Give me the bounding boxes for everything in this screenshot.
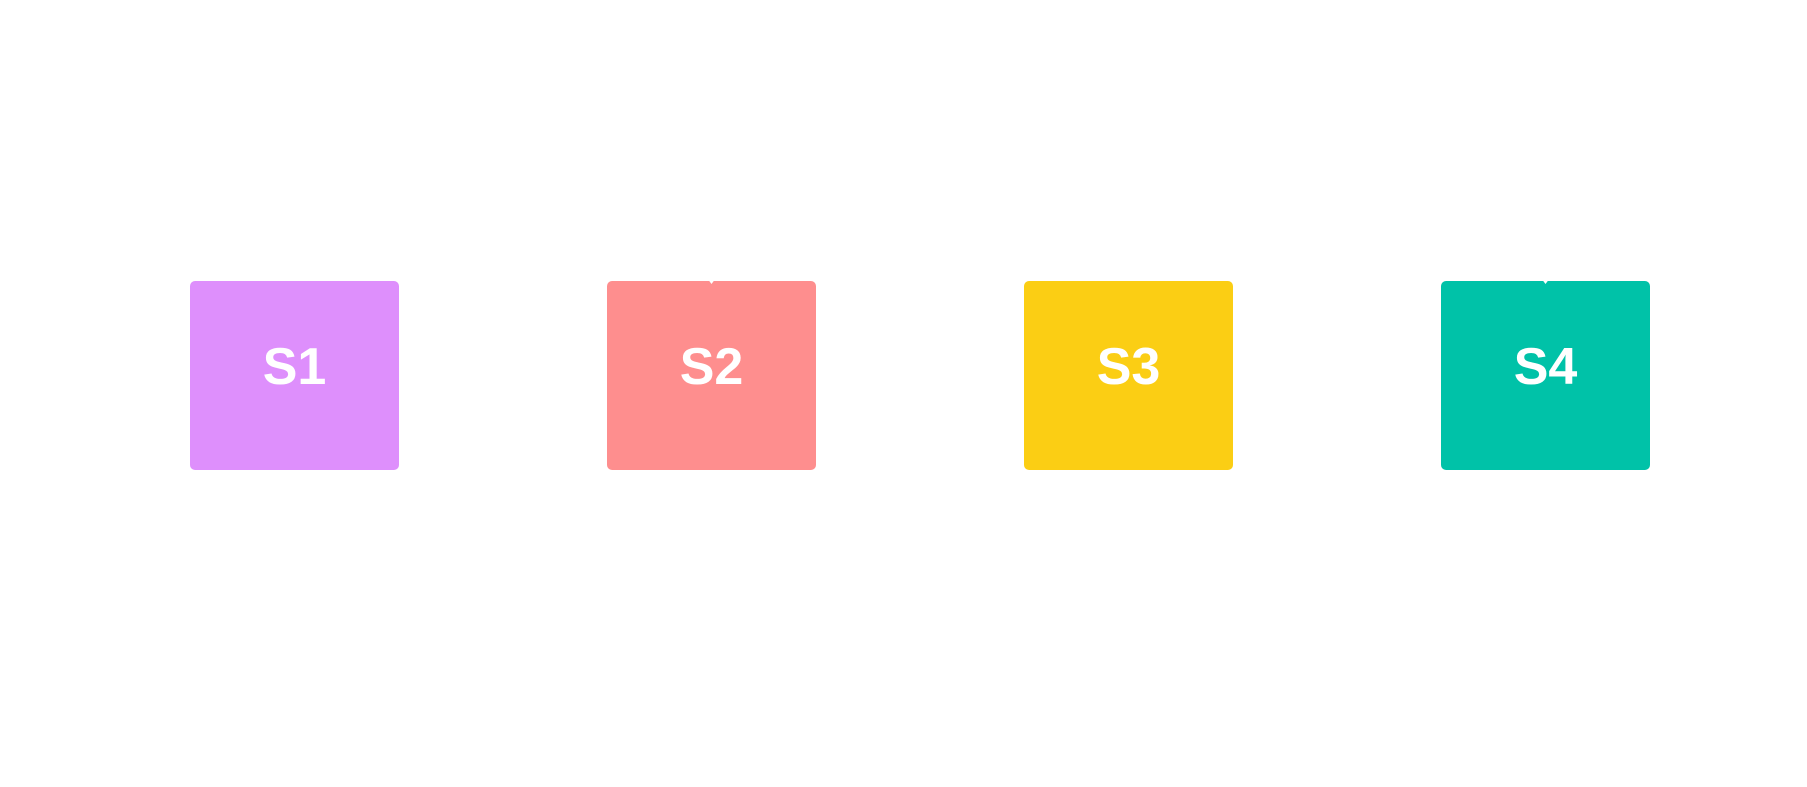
node-s4: S4 [1441,280,1650,470]
node-s2-label: S2 [679,337,744,396]
node-s3: S3 [1024,281,1233,470]
node-s2: S2 [607,280,816,470]
node-s1: S1 [190,281,399,470]
node-s4-notch [1542,280,1549,284]
node-s3-label: S3 [1096,337,1161,396]
node-s2-notch [708,280,715,284]
node-s4-label: S4 [1513,337,1578,396]
node-s1-label: S1 [262,337,327,396]
